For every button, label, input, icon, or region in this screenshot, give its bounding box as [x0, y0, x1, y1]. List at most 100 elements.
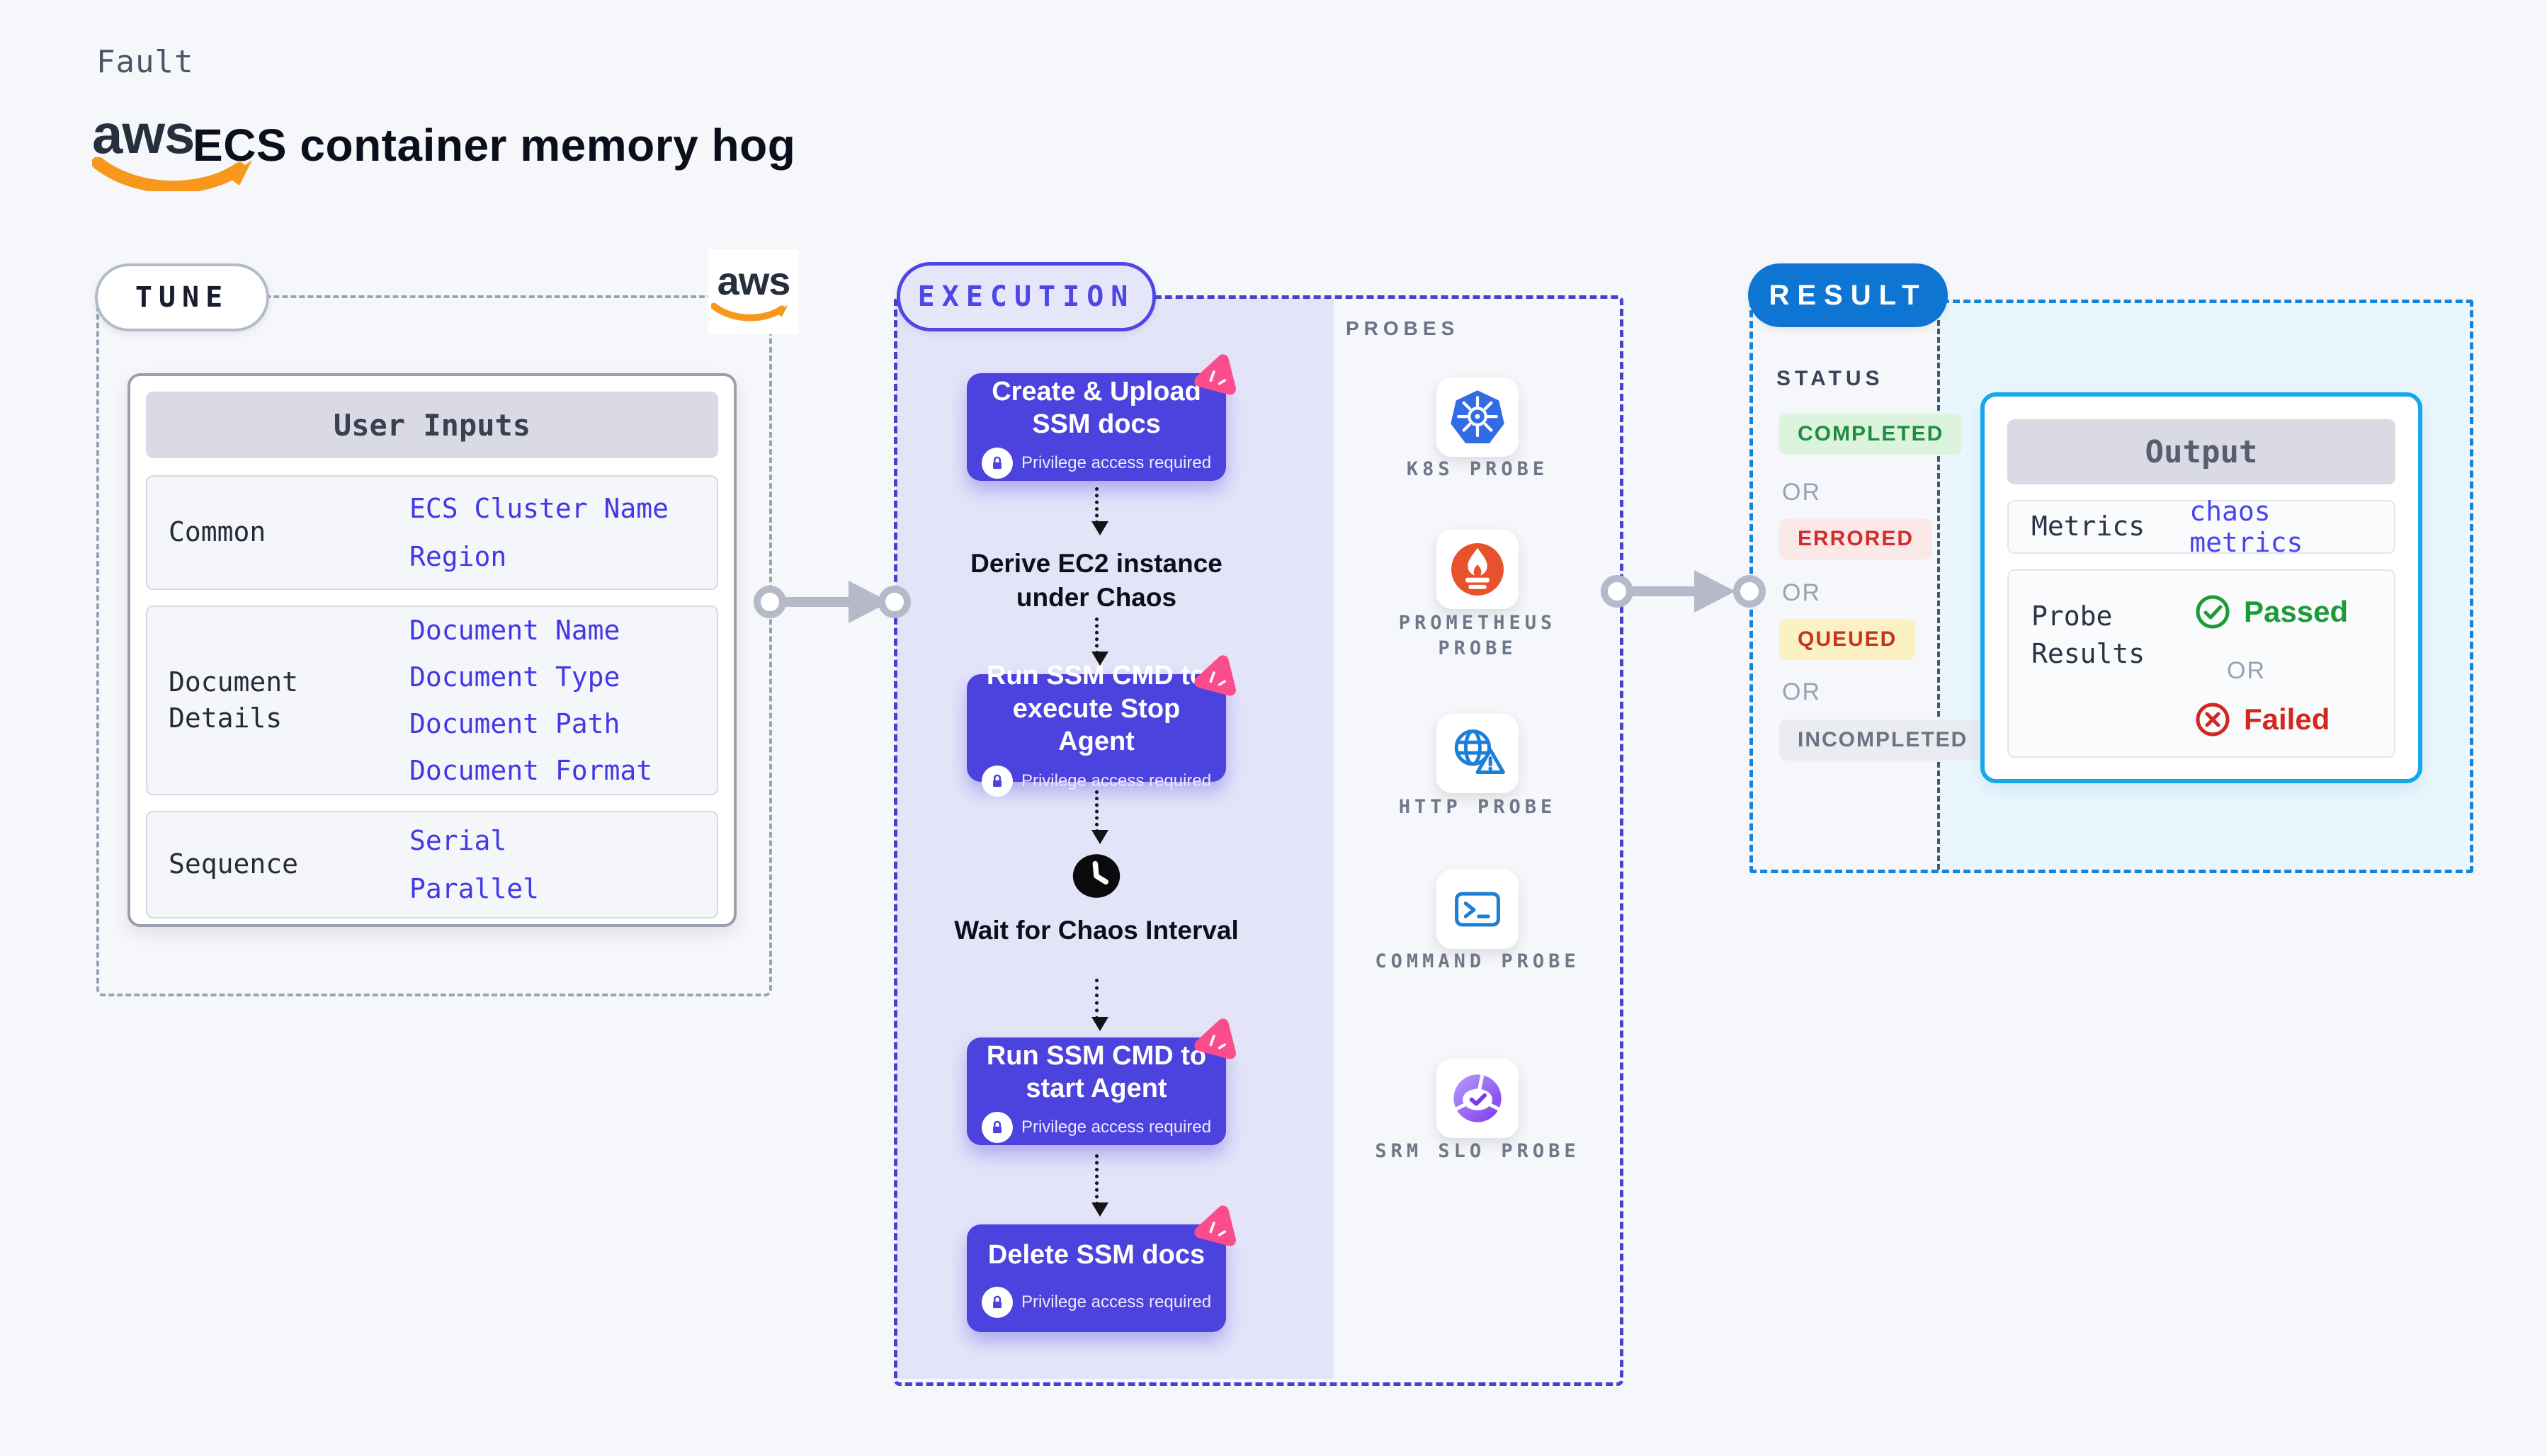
lock-icon [981, 765, 1013, 797]
passed-label: Passed [2244, 595, 2349, 628]
connector-dot [878, 586, 911, 618]
status-badge-completed: COMPLETED [1779, 414, 1963, 455]
aws-wordmark: aws [717, 258, 791, 303]
probe-label: SRM SLO PROBE [1375, 1140, 1580, 1162]
privilege-label: Privilege access required [1021, 453, 1212, 473]
probe-label: K8S PROBE [1406, 458, 1549, 480]
execution-badge: EXECUTION [897, 262, 1156, 331]
aws-smile-icon [91, 157, 252, 193]
chaos-step-icon [1194, 1205, 1236, 1246]
probe-card-srm-slo [1436, 1059, 1519, 1138]
flow-arrow-down [1091, 1154, 1108, 1217]
row-label: Sequence [169, 848, 299, 880]
row-label: Common [169, 516, 266, 548]
execution-badge-label: EXECUTION [917, 280, 1135, 313]
param-link[interactable]: Document Path [409, 708, 620, 739]
chaos-metrics-link[interactable]: chaos metrics [2189, 496, 2303, 558]
connector-dot [754, 586, 786, 618]
step-run-ssm-cmd-start-agent: Run SSM CMD to start Agent Privilege acc… [967, 1018, 1236, 1145]
output-card: Output Metrics chaos metrics Probe Resul… [1980, 392, 2422, 783]
probe-label: COMMAND PROBE [1375, 950, 1580, 972]
prometheus-icon [1451, 543, 1504, 596]
probe-label: HTTP PROBE [1398, 796, 1557, 818]
srm-slo-icon [1453, 1074, 1502, 1122]
aws-smile-icon [711, 302, 788, 322]
lock-icon [981, 1287, 1013, 1319]
flow-arrow-down [1091, 487, 1108, 535]
result-badge: RESULT [1748, 263, 1948, 327]
user-inputs-title: User Inputs [333, 407, 531, 443]
metrics-row: Metrics chaos metrics [2007, 496, 2395, 558]
command-terminal-icon [1455, 892, 1500, 927]
page-title: ECS container memory hog [193, 120, 796, 171]
connector-dot [1601, 575, 1633, 608]
row-label: Document Details [169, 666, 299, 734]
probe-card-k8s [1436, 377, 1519, 457]
chaos-step-icon [1194, 1018, 1236, 1059]
or-separator: OR [1782, 479, 1821, 506]
aws-wordmark: aws [92, 103, 195, 165]
check-circle-icon [2196, 595, 2230, 629]
param-link[interactable]: Region [409, 541, 507, 572]
privilege-row: Privilege access required [981, 765, 1212, 797]
param-link[interactable]: ECS Cluster Name [409, 493, 669, 524]
lock-icon [981, 1112, 1013, 1144]
probe-card-http [1436, 714, 1519, 793]
failed-label: Failed [2244, 703, 2330, 736]
metrics-label: Metrics [2031, 511, 2145, 542]
arrow-execution-to-result [1616, 586, 1700, 596]
row-values: Document Name Document Type Document Pat… [409, 615, 652, 786]
user-inputs-header: User Inputs [146, 392, 718, 458]
row-values: Serial Parallel [409, 825, 539, 904]
step-title: Create & Upload SSM docs [992, 376, 1201, 439]
result-badge-label: RESULT [1769, 279, 1927, 311]
status-badge-incompleted: INCOMPLETED [1779, 720, 1987, 761]
privilege-row: Privilege access required [981, 1287, 1212, 1319]
chaos-step-icon [1194, 655, 1236, 696]
step-title: Delete SSM docs [987, 1239, 1206, 1270]
lock-icon [981, 448, 1013, 479]
privilege-label: Privilege access required [1021, 770, 1212, 790]
output-header: Output [2007, 419, 2395, 484]
flow-arrow-down [1091, 979, 1108, 1031]
table-row: Common ECS Cluster Name Region [146, 475, 718, 590]
step-create-upload-ssm-docs: Create & Upload SSM docs Privilege acces… [967, 354, 1236, 481]
clock-icon [1072, 854, 1121, 898]
probes-heading: PROBES [1346, 317, 1460, 339]
param-link[interactable]: Serial [409, 825, 507, 856]
kubernetes-icon [1451, 390, 1504, 443]
probe-card-command [1436, 870, 1519, 949]
connector-dot [1733, 575, 1766, 608]
flow-note-derive: Derive EC2 instance under Chaos [970, 549, 1223, 613]
x-circle-icon [2196, 703, 2230, 736]
step-delete-ssm-docs: Delete SSM docs Privilege access require… [967, 1205, 1236, 1332]
param-link[interactable]: Document Name [409, 615, 620, 646]
execution-container [894, 295, 1623, 1386]
tune-badge: TUNE [95, 263, 269, 331]
probe-card-prometheus [1436, 530, 1519, 609]
param-link[interactable]: Document Format [409, 755, 653, 786]
chaos-step-icon [1194, 354, 1236, 395]
probe-result-failed: Failed [2194, 701, 2330, 738]
fault-eyebrow: Fault [96, 44, 194, 80]
probe-results-row: Probe Results Passed OR Failed [2007, 569, 2395, 758]
step-title: Run SSM CMD to execute Stop Agent [986, 661, 1207, 757]
privilege-label: Privilege access required [1021, 1117, 1212, 1137]
privilege-row: Privilege access required [981, 448, 1212, 479]
tune-badge-label: TUNE [135, 281, 229, 314]
flow-note-wait: Wait for Chaos Interval [954, 916, 1239, 945]
privilege-label: Privilege access required [1021, 1292, 1212, 1312]
output-title: Output [2145, 433, 2258, 470]
or-separator: OR [1782, 678, 1821, 705]
param-link[interactable]: Document Type [409, 661, 620, 693]
or-separator: OR [2227, 657, 2266, 684]
param-link[interactable]: Parallel [409, 873, 540, 904]
table-row: Sequence Serial Parallel [146, 811, 718, 918]
tune-container [96, 295, 772, 996]
table-row: Document Details Document Name Document … [146, 605, 718, 795]
status-badge-errored: ERRORED [1779, 518, 1933, 559]
privilege-row: Privilege access required [981, 1112, 1212, 1144]
arrow-tune-to-execution [769, 597, 856, 607]
status-heading: STATUS [1776, 367, 1884, 390]
